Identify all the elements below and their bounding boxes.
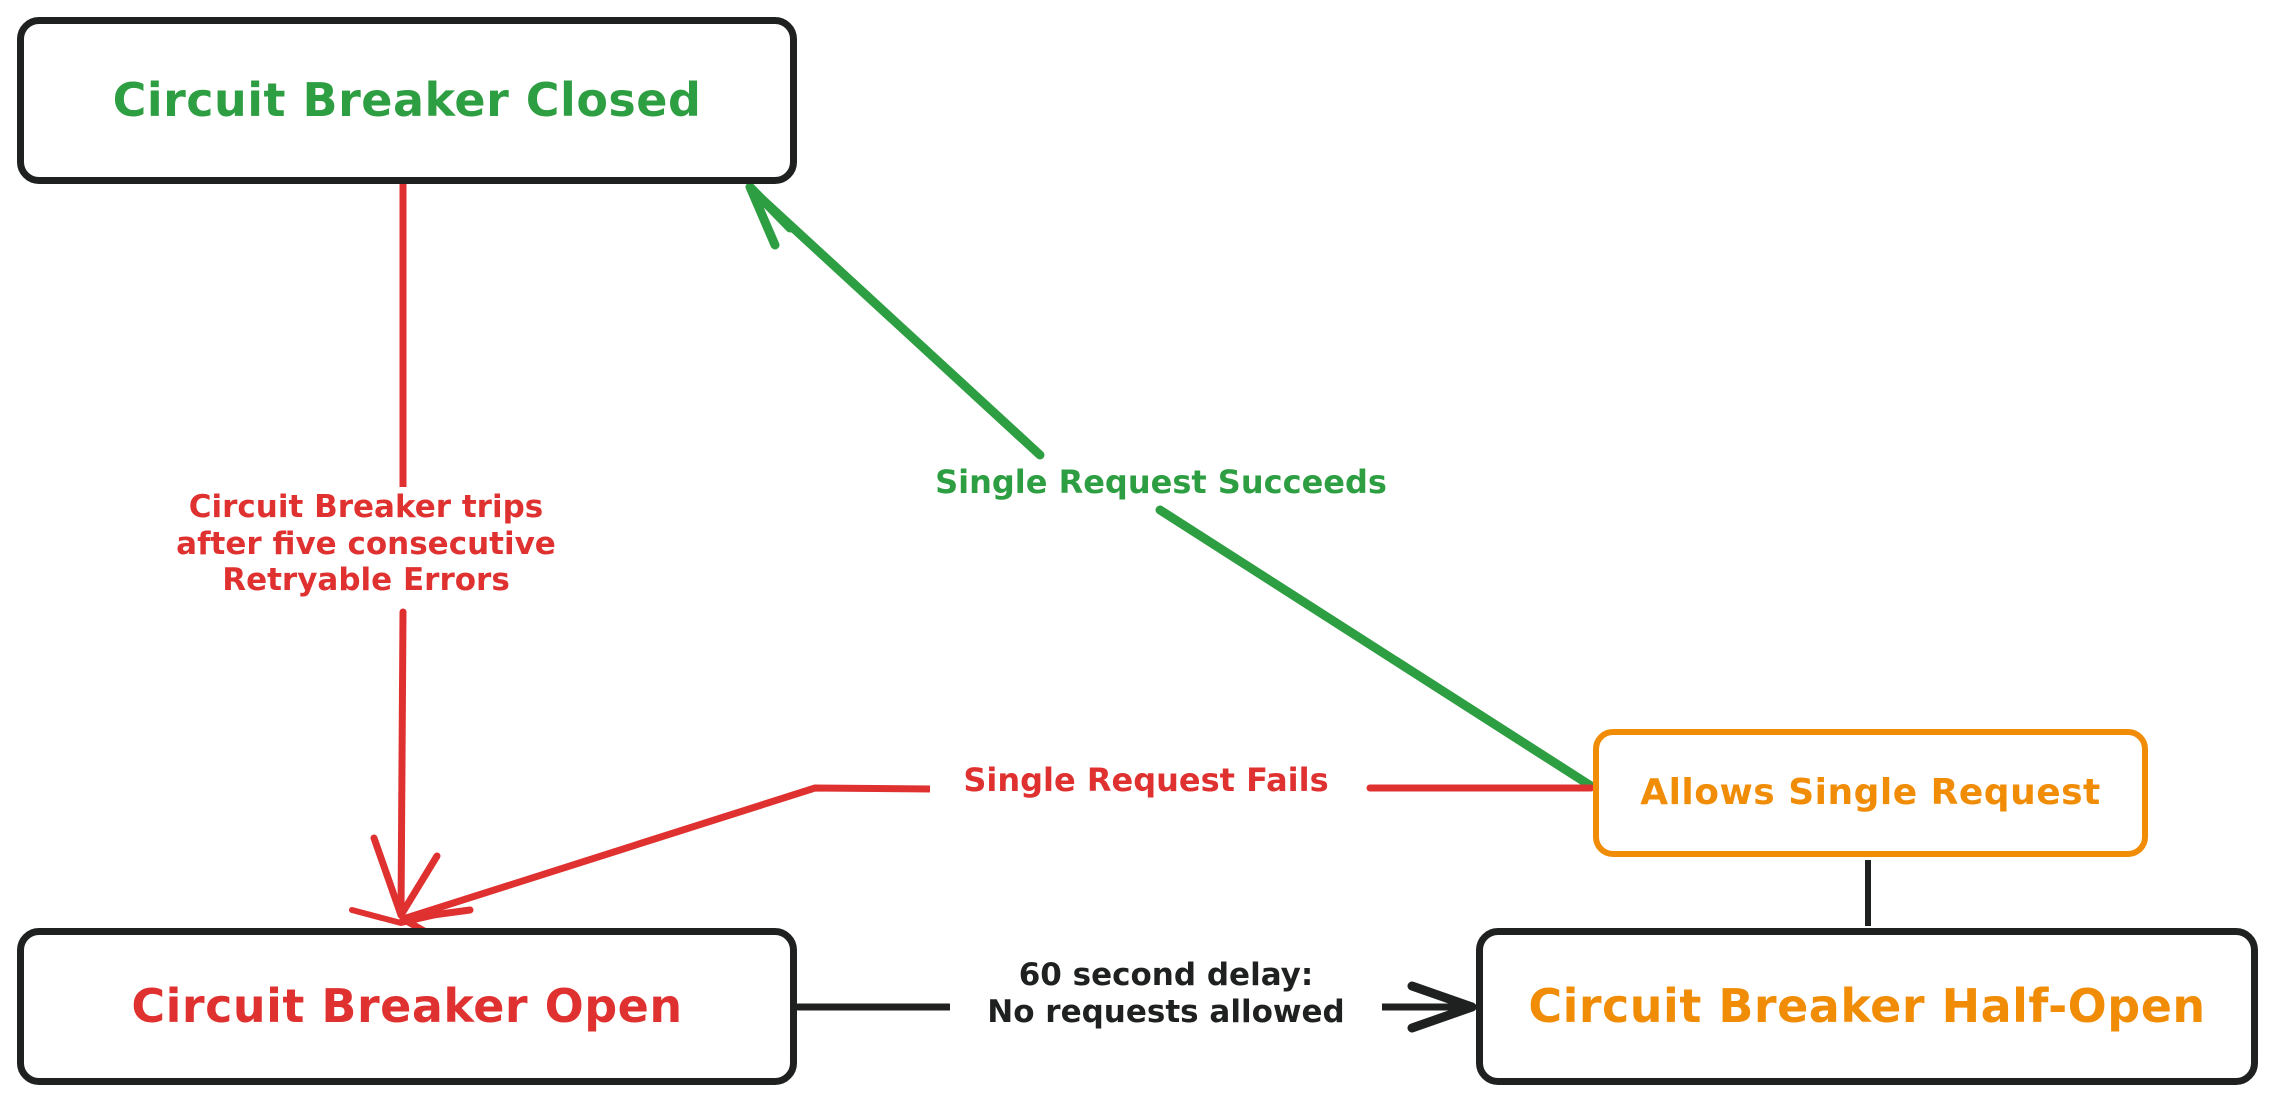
node-label-circuit-breaker-open: Circuit Breaker Open [131,979,683,1034]
edge-label-closed-to-open: Circuit Breaker trips after five consecu… [150,487,582,601]
node-circuit-breaker-open[interactable]: Circuit Breaker Open [17,928,797,1085]
edge-allows-to-open [399,784,1595,944]
node-label-circuit-breaker-half-open: Circuit Breaker Half-Open [1528,979,2206,1034]
node-label-allows-single-request: Allows Single Request [1640,772,2101,814]
node-circuit-breaker-half-open[interactable]: Circuit Breaker Half-Open [1476,928,2258,1085]
edge-label-open-to-halfopen: 60 second delay: No requests allowed [950,955,1382,1033]
edge-label-allows-to-open: Single Request Fails [930,760,1362,802]
node-label-circuit-breaker-closed: Circuit Breaker Closed [112,73,702,128]
edge-label-allows-to-closed: Single Request Succeeds [935,463,1387,501]
node-circuit-breaker-closed[interactable]: Circuit Breaker Closed [17,17,797,184]
node-allows-single-request[interactable]: Allows Single Request [1593,729,2148,857]
